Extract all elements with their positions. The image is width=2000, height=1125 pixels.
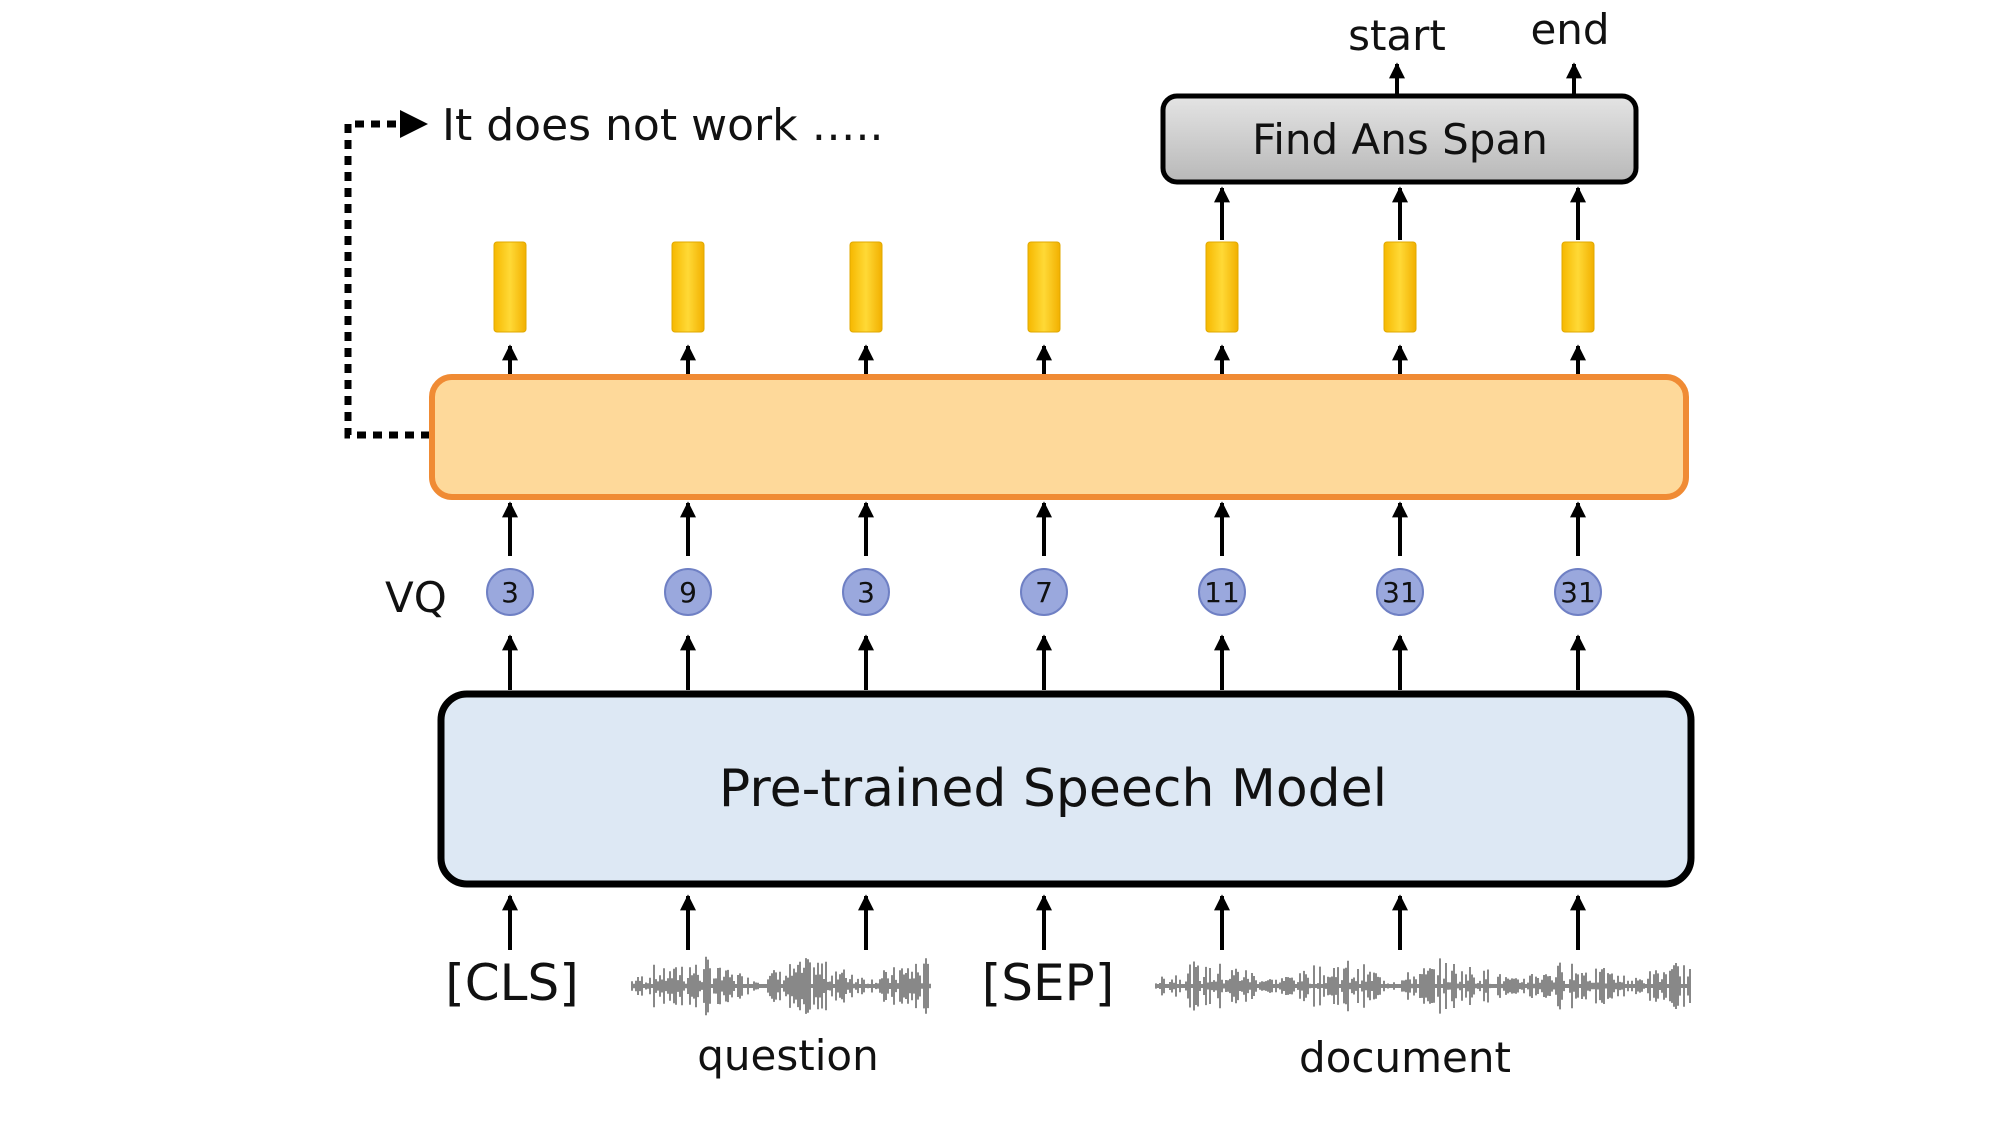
token-column: 3: [842, 241, 890, 950]
vq-code-circle: [1376, 568, 1424, 616]
output-embedding: [1383, 241, 1417, 333]
token-column: 11: [1198, 186, 1246, 950]
vq-code-text: 11: [1204, 576, 1240, 609]
output-embedding: [493, 241, 527, 333]
document-label: document: [1299, 1033, 1511, 1082]
token-column: 31: [1554, 186, 1602, 950]
feedback-text: It does not work …..: [442, 100, 884, 151]
find-span-box: [1160, 93, 1639, 185]
vq-code-circle: [842, 568, 890, 616]
vq-code-text: 31: [1382, 576, 1418, 609]
vq-label: VQ: [385, 573, 447, 622]
vq-code-circle: [1198, 568, 1246, 616]
vq-code-text: 31: [1560, 576, 1596, 609]
end-label: end: [1530, 5, 1609, 54]
vq-code-circle: [1020, 568, 1068, 616]
token-column: 3: [486, 241, 534, 950]
token-column: 7: [1020, 241, 1068, 950]
vq-code-text: 3: [501, 576, 519, 609]
token-columns: 3 9 3 7 11 31 31: [486, 186, 1602, 950]
vq-code-text: 7: [1035, 576, 1053, 609]
vq-code-circle: [486, 568, 534, 616]
speech-model-label: Pre-trained Speech Model: [719, 759, 1387, 819]
waveform-path: [631, 956, 931, 1016]
feedback-connector: [344, 110, 430, 439]
token-column: 9: [664, 241, 712, 950]
vq-code-circle: [664, 568, 712, 616]
output-embedding: [1561, 241, 1595, 333]
document-waveform: [1155, 958, 1691, 1014]
cls-token-label: [CLS]: [445, 954, 579, 1012]
output-embedding: [1027, 241, 1061, 333]
output-embedding: [671, 241, 705, 333]
transformer-block: [429, 374, 1689, 500]
feedback-arrowhead: [400, 110, 428, 138]
token-column: 31: [1376, 186, 1424, 950]
vq-code-circle: [1554, 568, 1602, 616]
waveform-path: [1155, 958, 1691, 1014]
sep-token-label: [SEP]: [982, 954, 1115, 1012]
find-span-label: Find Ans Span: [1252, 115, 1548, 164]
output-embedding: [849, 241, 883, 333]
question-waveform: [631, 956, 931, 1016]
speech-model-box: [437, 690, 1695, 888]
output-embedding: [1205, 241, 1239, 333]
question-label: question: [697, 1031, 878, 1080]
vq-code-text: 9: [679, 576, 697, 609]
start-label: start: [1348, 11, 1446, 60]
vq-code-text: 3: [857, 576, 875, 609]
